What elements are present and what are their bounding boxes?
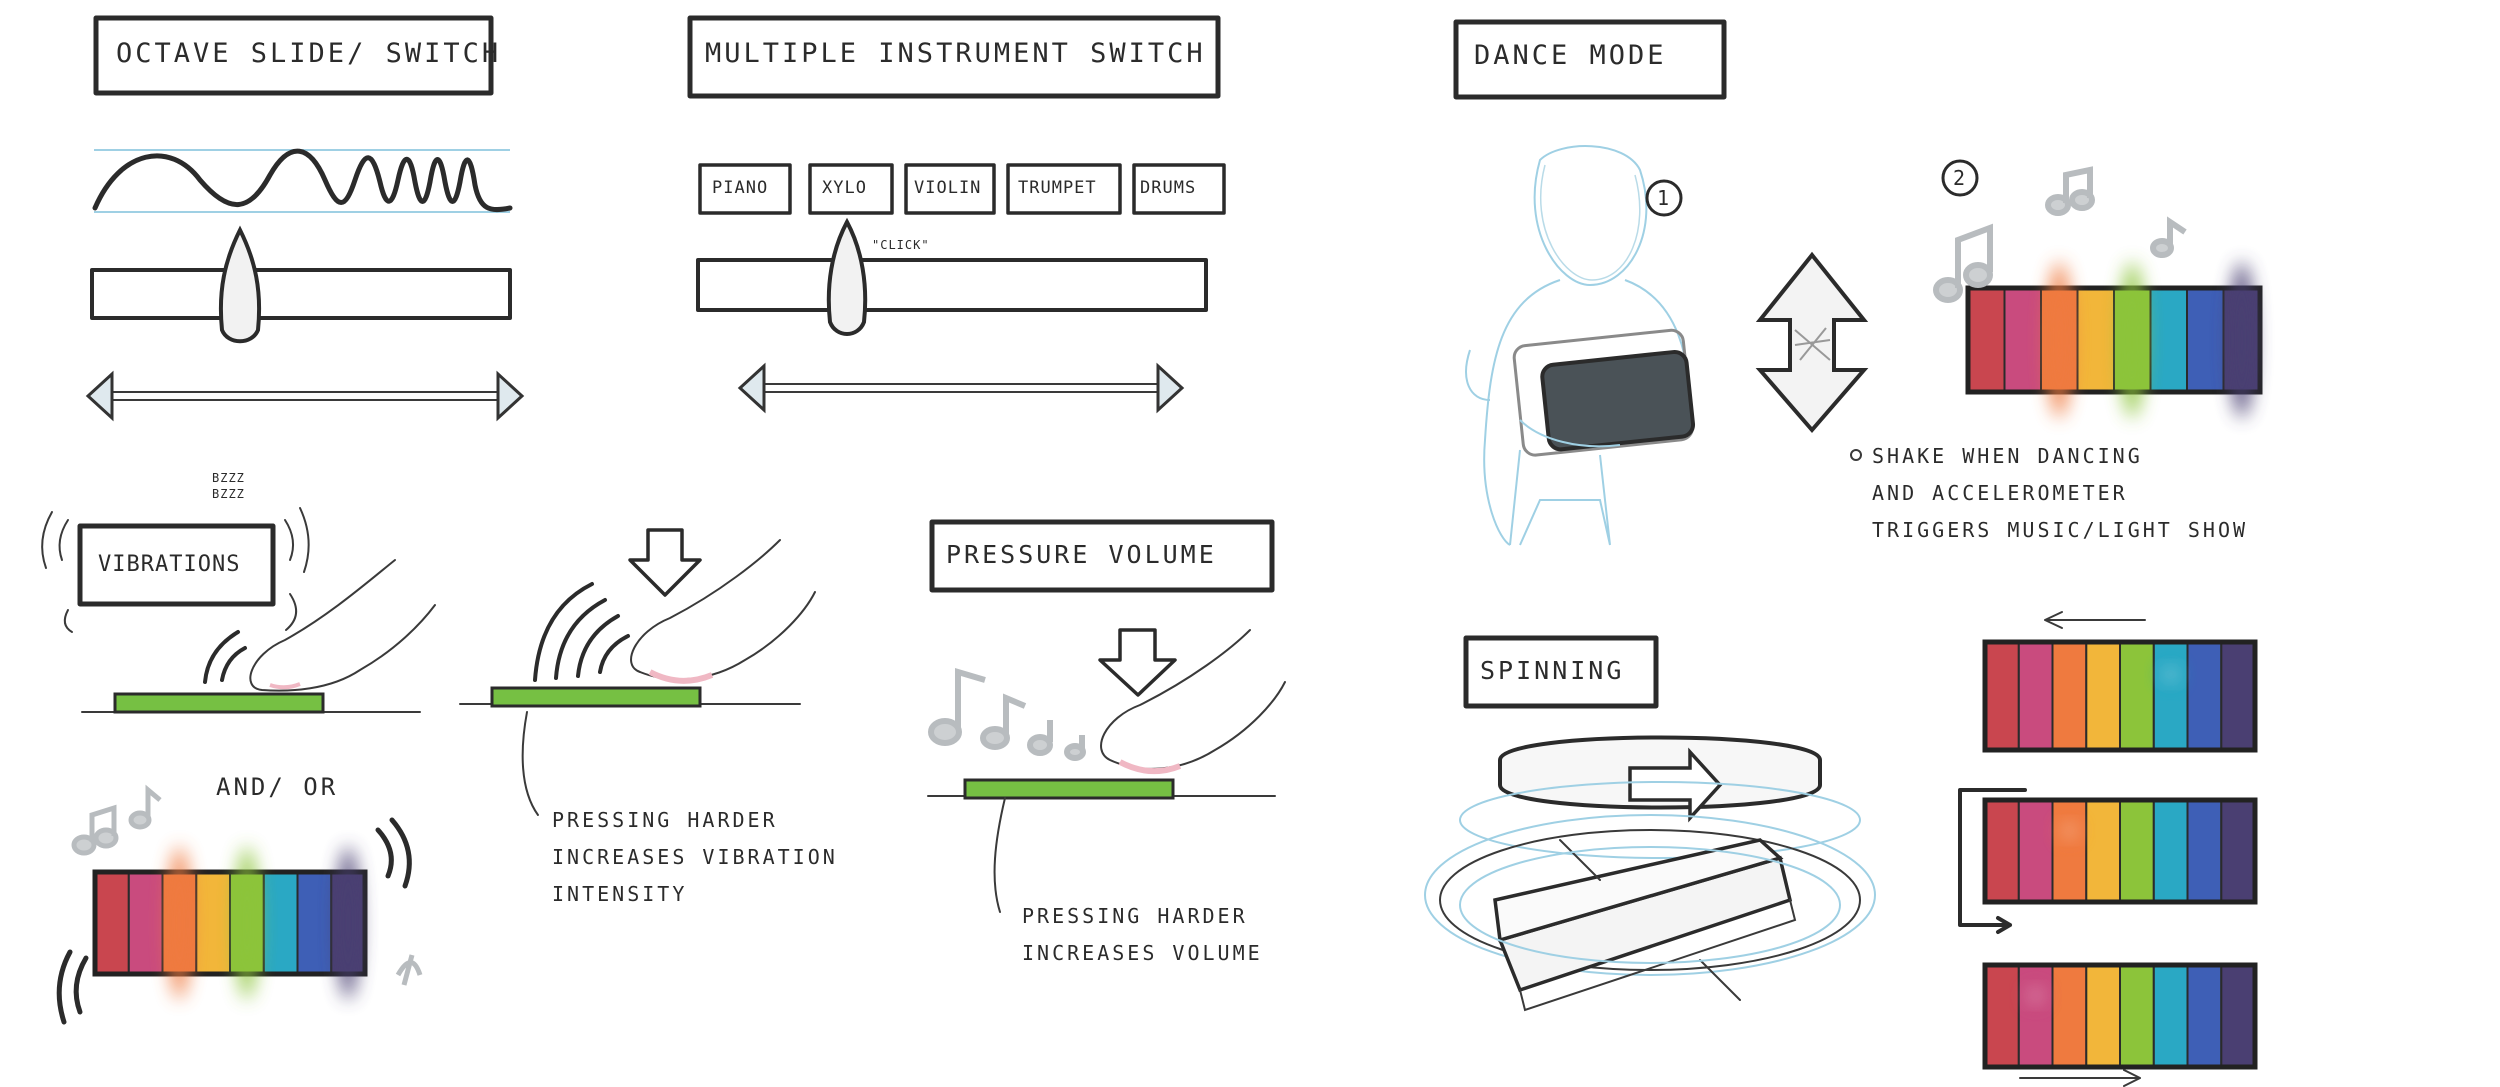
instrument-button-violin[interactable]: VIOLIN xyxy=(914,178,981,198)
rainbow-key xyxy=(196,872,230,974)
rainbow-key xyxy=(2019,642,2053,750)
vibration-note: PRESSING HARDER INCREASES VIBRATION INTE… xyxy=(552,802,838,913)
instrument-title: MULTIPLE INSTRUMENT SWITCH xyxy=(705,38,1206,69)
key-glow xyxy=(336,847,360,1000)
step-1-number: 1 xyxy=(1657,186,1669,210)
rainbow-keyboard-5 xyxy=(1985,965,2255,1067)
octave-section xyxy=(88,18,522,418)
arrow-right xyxy=(2020,1070,2140,1086)
rainbow-key xyxy=(95,872,129,974)
rainbow-key xyxy=(2078,288,2115,392)
press-arrow-1 xyxy=(630,530,700,595)
rainbow-key xyxy=(2154,800,2188,902)
rainbow-keyboard-4 xyxy=(1985,800,2255,902)
rainbow-key xyxy=(1985,642,2019,750)
rainbow-key xyxy=(2019,965,2053,1067)
instrument-button-trumpet[interactable]: TRUMPET xyxy=(1018,178,1097,198)
spinning-title: SPINNING xyxy=(1480,656,1624,685)
rainbow-key xyxy=(264,872,298,974)
vibration-pad-2[interactable] xyxy=(492,688,700,706)
press-arrow-2 xyxy=(1100,630,1175,695)
step-2-number: 2 xyxy=(1953,166,1965,190)
finger-1 xyxy=(250,560,435,691)
rainbow-key xyxy=(2120,965,2154,1067)
key-glow xyxy=(168,847,192,1000)
finger-2 xyxy=(631,540,815,679)
click-annotation: "CLICK" xyxy=(872,238,930,252)
dance-note: SHAKE WHEN DANCING AND ACCELEROMETER TRI… xyxy=(1872,438,2248,549)
rainbow-keyboard-1 xyxy=(95,847,365,1000)
pressure-title: PRESSURE VOLUME xyxy=(946,540,1217,569)
rainbow-key xyxy=(2151,288,2188,392)
rainbow-key xyxy=(2019,800,2053,902)
rainbow-key xyxy=(298,872,332,974)
key-glow xyxy=(2047,262,2073,418)
vibrations-title: VIBRATIONS xyxy=(98,552,240,577)
rainbow-key xyxy=(2188,965,2222,1067)
rainbow-key xyxy=(2053,965,2087,1067)
octave-range-arrow xyxy=(88,374,522,418)
rainbow-key xyxy=(2187,288,2224,392)
rainbow-key xyxy=(2221,642,2255,750)
key-light xyxy=(2165,668,2177,680)
key-light xyxy=(2063,825,2075,837)
rainbow-key xyxy=(2086,800,2120,902)
dance-title: DANCE MODE xyxy=(1474,40,1667,71)
rainbow-key xyxy=(2120,800,2154,902)
dance-device xyxy=(1541,351,1694,451)
spin-arrow xyxy=(1460,738,1860,859)
rainbow-key xyxy=(2188,642,2222,750)
octave-slider-handle[interactable] xyxy=(221,230,259,341)
rainbow-key xyxy=(2005,288,2042,392)
rainbow-key xyxy=(2053,642,2087,750)
rainbow-key xyxy=(2154,965,2188,1067)
octave-slider-track[interactable] xyxy=(92,270,510,318)
pressure-note: PRESSING HARDER INCREASES VOLUME xyxy=(1022,898,1263,972)
instrument-slider-handle[interactable] xyxy=(829,222,865,334)
key-glow xyxy=(235,847,259,1000)
rainbow-key xyxy=(2221,800,2255,902)
rainbow-key xyxy=(1985,965,2019,1067)
rainbow-key xyxy=(2154,642,2188,750)
instrument-range-arrow xyxy=(740,366,1182,410)
rainbow-key xyxy=(2120,642,2154,750)
rainbow-key xyxy=(2221,965,2255,1067)
rainbow-key xyxy=(129,872,163,974)
key-glow xyxy=(2229,262,2255,418)
pressure-pad[interactable] xyxy=(965,780,1173,798)
rainbow-key xyxy=(1985,800,2019,902)
key-light xyxy=(2030,990,2042,1002)
finger-3 xyxy=(1101,630,1285,769)
and-or-label: AND/ OR xyxy=(216,773,338,801)
key-glow xyxy=(2120,262,2146,418)
arrow-left xyxy=(2045,612,2145,628)
rainbow-key xyxy=(2086,965,2120,1067)
instrument-slider-track[interactable] xyxy=(698,260,1206,310)
octave-title: OCTAVE SLIDE/ SWITCH xyxy=(116,38,501,69)
rainbow-key xyxy=(2053,800,2087,902)
buzz-annotation: BZZZ BZZZ xyxy=(212,470,245,502)
vibrations-section xyxy=(42,508,815,1022)
instrument-button-piano[interactable]: PIANO xyxy=(712,178,768,198)
instrument-button-drums[interactable]: DRUMS xyxy=(1140,178,1196,198)
rainbow-key xyxy=(2188,800,2222,902)
octave-waveform xyxy=(95,151,510,209)
pressure-section xyxy=(928,522,1285,912)
vibration-pad-1[interactable] xyxy=(115,694,323,712)
rainbow-keyboard-3 xyxy=(1985,642,2255,750)
instrument-button-xylo[interactable]: XYLO xyxy=(822,178,867,198)
instrument-section xyxy=(690,18,1224,410)
spinning-device xyxy=(1425,815,1875,1010)
rainbow-key xyxy=(1968,288,2005,392)
rainbow-key xyxy=(2086,642,2120,750)
rainbow-keyboard-2 xyxy=(1968,262,2260,418)
music-notes-2 xyxy=(931,672,1083,758)
